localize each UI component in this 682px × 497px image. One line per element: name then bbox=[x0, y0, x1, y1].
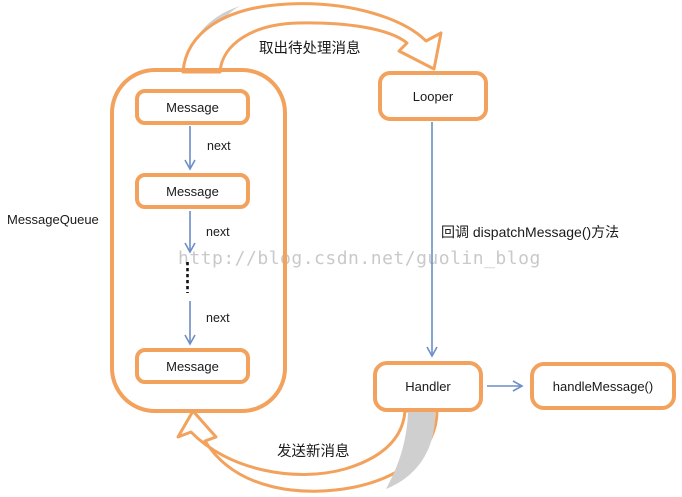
next-label-1: next bbox=[207, 139, 231, 153]
fetch-message-label: 取出待处理消息 bbox=[259, 41, 361, 57]
next-label-3: next bbox=[206, 311, 230, 325]
messagequeue-label: MessageQueue bbox=[7, 212, 99, 227]
message-node-3: Message bbox=[135, 348, 250, 384]
send-message-label: 发送新消息 bbox=[277, 444, 350, 460]
handler-node: Handler bbox=[373, 361, 483, 412]
bottom-curved-arrow-shade bbox=[386, 412, 436, 489]
looper-node: Looper bbox=[378, 71, 488, 121]
bottom-curved-arrow bbox=[176, 409, 439, 493]
top-curved-arrow bbox=[181, 2, 443, 74]
message-node-1: Message bbox=[135, 89, 250, 125]
watermark-text: http://blog.csdn.net/guolin_blog bbox=[178, 248, 541, 269]
messagequeue-container bbox=[110, 68, 287, 413]
message-node-2: Message bbox=[135, 173, 250, 209]
dispatch-message-label: 回调 dispatchMessage()方法 bbox=[441, 224, 620, 240]
handlemessage-node: handleMessage() bbox=[530, 362, 676, 410]
next-label-2: next bbox=[206, 225, 230, 239]
